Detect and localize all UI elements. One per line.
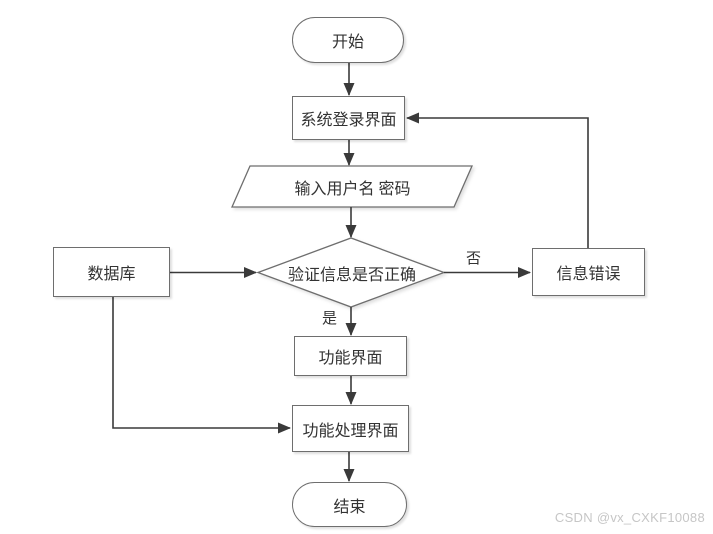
edge-database-to-function-process xyxy=(112,297,291,434)
edge-label-yes: 是 xyxy=(322,311,338,327)
node-input-username-password: 输入用户名 密码 xyxy=(294,180,411,198)
watermark-text: CSDN @vx_CXKF10088 xyxy=(554,510,705,525)
node-login-screen: 系统登录界面 xyxy=(292,96,405,140)
edge-label-no: 否 xyxy=(466,251,482,267)
node-info-error: 信息错误 xyxy=(532,248,645,296)
node-verify-decision: 验证信息是否正确 xyxy=(287,266,416,284)
node-start: 开始 xyxy=(292,17,404,63)
node-function-interface: 功能界面 xyxy=(294,336,407,376)
node-end: 结束 xyxy=(292,482,407,527)
node-function-processing-interface: 功能处理界面 xyxy=(292,405,409,452)
node-database: 数据库 xyxy=(53,247,170,297)
